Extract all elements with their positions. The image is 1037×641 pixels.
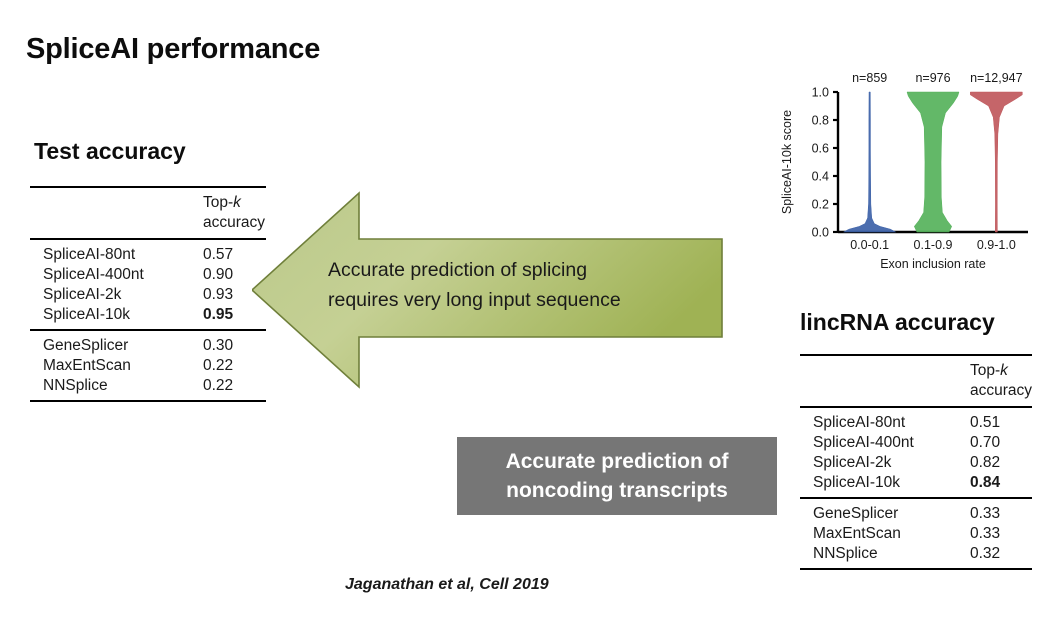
violin-count-label: n=12,947 [970,71,1023,85]
row-label: SpliceAI-10k [43,306,131,323]
arrow-text-line1: Accurate prediction of splicing [328,259,588,281]
test-accuracy-table: Top-k accuracy SpliceAI-80nt 0.57 Splice… [30,186,266,409]
x-axis-tick-label: 0.0-0.1 [850,238,889,252]
callout-text: Accurate prediction of noncoding transcr… [496,447,739,505]
test-accuracy-heading: Test accuracy [34,138,186,164]
table-row: GeneSplicer 0.33 [800,497,1032,524]
green-arrow-callout: Accurate prediction of splicing requires… [250,191,724,389]
header-topk-accuracy: Top-k accuracy [193,186,266,239]
y-axis-tick-label: 0.2 [812,198,829,212]
table-bottom-rule [800,568,1032,577]
row-label: GeneSplicer [800,497,960,524]
table-row: NNSplice 0.22 [30,376,266,401]
table-row: MaxEntScan 0.22 [30,356,266,376]
row-label: MaxEntScan [813,525,901,542]
arrow-text: Accurate prediction of splicing requires… [328,255,708,315]
table-row: NNSplice 0.32 [800,544,1032,569]
citation-text: Jaganathan et al, Cell 2019 [345,576,549,593]
violin-shape [843,91,896,233]
table-row: SpliceAI-2k 0.82 [800,453,1032,473]
row-value: 0.82 [969,454,1001,471]
row-value: 0.70 [969,434,1001,451]
violin-shape [906,91,960,233]
header-accuracy-label: accuracy [969,382,1032,399]
row-label: SpliceAI-2k [813,454,892,471]
header-topk-accuracy: Top-k accuracy [959,354,1032,407]
table-header-row: Top-k accuracy [30,186,266,239]
bottom-rule-left [30,400,193,409]
violin-count-label: n=976 [915,71,950,85]
table-row: MaxEntScan 0.33 [800,524,1032,544]
row-label: SpliceAI-400nt [43,266,144,283]
row-value: 0.32 [969,545,1001,562]
row-label: NNSplice [813,545,878,562]
x-axis-tick-label: 0.1-0.9 [914,238,953,252]
table-bottom-rule [30,400,266,409]
row-value: 0.22 [203,357,234,374]
bottom-rule-left [800,568,960,577]
table-row: SpliceAI-80nt 0.57 [30,238,266,265]
row-label: NNSplice [43,377,108,394]
bottom-rule-right [193,400,266,409]
noncoding-callout-box: Accurate prediction of noncoding transcr… [457,437,777,515]
row-value: 0.51 [959,406,1032,433]
header-accuracy-label: accuracy [203,214,266,231]
row-label: SpliceAI-400nt [813,434,914,451]
header-topk-label: Top- [969,362,1001,379]
lincrna-accuracy-heading: lincRNA accuracy [800,309,995,335]
table-header-row: Top-k accuracy [800,354,1032,407]
table-row: SpliceAI-10k 0.95 [30,305,266,330]
row-label: MaxEntScan [43,357,131,374]
header-k-italic: k [1000,362,1008,379]
callout-text-line2: noncoding transcripts [506,479,728,502]
table-row: SpliceAI-400nt 0.90 [30,265,266,285]
table-row: GeneSplicer 0.30 [30,329,266,356]
row-value: 0.57 [193,238,266,265]
header-topk-label: Top- [203,194,234,211]
arrow-text-line2: requires very long input sequence [328,289,621,311]
y-axis-title: SpliceAI-10k score [780,110,794,214]
y-axis-tick-label: 0.4 [812,170,829,184]
row-value: 0.33 [959,497,1032,524]
page-title: SpliceAI performance [26,33,321,65]
header-blank-cell [800,354,960,407]
table-row: SpliceAI-10k 0.84 [800,473,1032,498]
row-value: 0.33 [969,525,1001,542]
row-label: GeneSplicer [30,329,193,356]
row-label: SpliceAI-10k [813,474,901,491]
row-value: 0.93 [203,286,234,303]
arrow-shape-icon [250,191,723,389]
row-value: 0.84 [969,474,1001,491]
y-axis-tick-label: 1.0 [812,86,829,100]
table-row: SpliceAI-80nt 0.51 [800,406,1032,433]
row-value: 0.30 [193,329,266,356]
violin-shape [970,91,1023,233]
y-axis-tick-label: 0.0 [812,226,829,240]
table-row: SpliceAI-2k 0.93 [30,285,266,305]
header-k-italic: k [233,194,241,211]
header-blank-cell [30,186,193,239]
bottom-rule-right [959,568,1032,577]
lincrna-accuracy-table: Top-k accuracy SpliceAI-80nt 0.51 Splice… [800,354,1032,577]
x-axis-tick-label: 0.9-1.0 [977,238,1016,252]
row-value: 0.22 [203,377,234,394]
table-row: SpliceAI-400nt 0.70 [800,433,1032,453]
y-axis-tick-label: 0.8 [812,114,829,128]
callout-text-line1: Accurate prediction of [505,450,729,473]
row-value: 0.90 [203,266,234,283]
row-label: SpliceAI-80nt [30,238,193,265]
row-label: SpliceAI-80nt [800,406,960,433]
row-label: SpliceAI-2k [43,286,122,303]
x-axis-title: Exon inclusion rate [880,257,986,271]
violin-count-label: n=859 [852,71,887,85]
row-value: 0.95 [203,306,234,323]
y-axis-tick-label: 0.6 [812,142,829,156]
